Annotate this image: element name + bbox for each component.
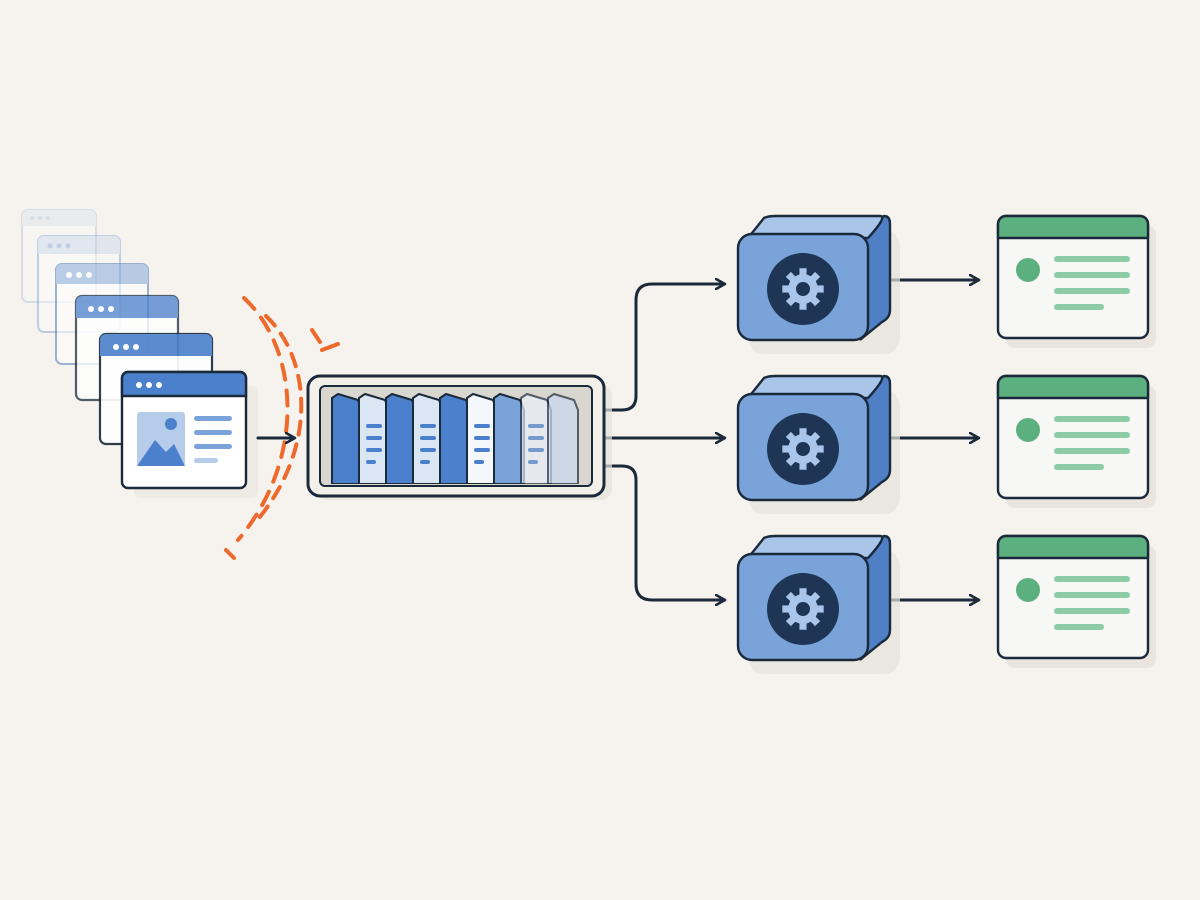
queued-item — [331, 393, 363, 484]
worker-block — [736, 214, 900, 354]
gear-icon — [767, 573, 839, 645]
queued-item — [385, 393, 417, 484]
gear-icon — [767, 253, 839, 325]
result-card-icon — [996, 534, 1156, 668]
image-icon — [137, 412, 185, 466]
worker-block — [736, 374, 900, 514]
result-column — [996, 214, 1156, 668]
web-page-icon — [120, 370, 258, 498]
worker-column — [736, 214, 900, 674]
connector-lines — [256, 280, 978, 600]
queued-item — [493, 393, 525, 484]
gear-icon — [767, 413, 839, 485]
rate-limit-arc-icon — [224, 296, 340, 560]
result-card-icon — [996, 214, 1156, 348]
incoming-pages-stack — [21, 209, 258, 498]
queued-item — [439, 393, 471, 484]
queued-item — [547, 393, 579, 484]
queued-item — [358, 393, 390, 484]
branch-arrow-top — [604, 284, 724, 412]
queue-buffer-icon — [306, 374, 612, 500]
result-card-icon — [996, 374, 1156, 508]
queue-items — [331, 393, 579, 484]
queued-item — [520, 393, 552, 484]
queued-item — [466, 393, 498, 484]
queued-item — [412, 393, 444, 484]
worker-block — [736, 534, 900, 674]
branch-arrow-bottom — [604, 464, 724, 600]
